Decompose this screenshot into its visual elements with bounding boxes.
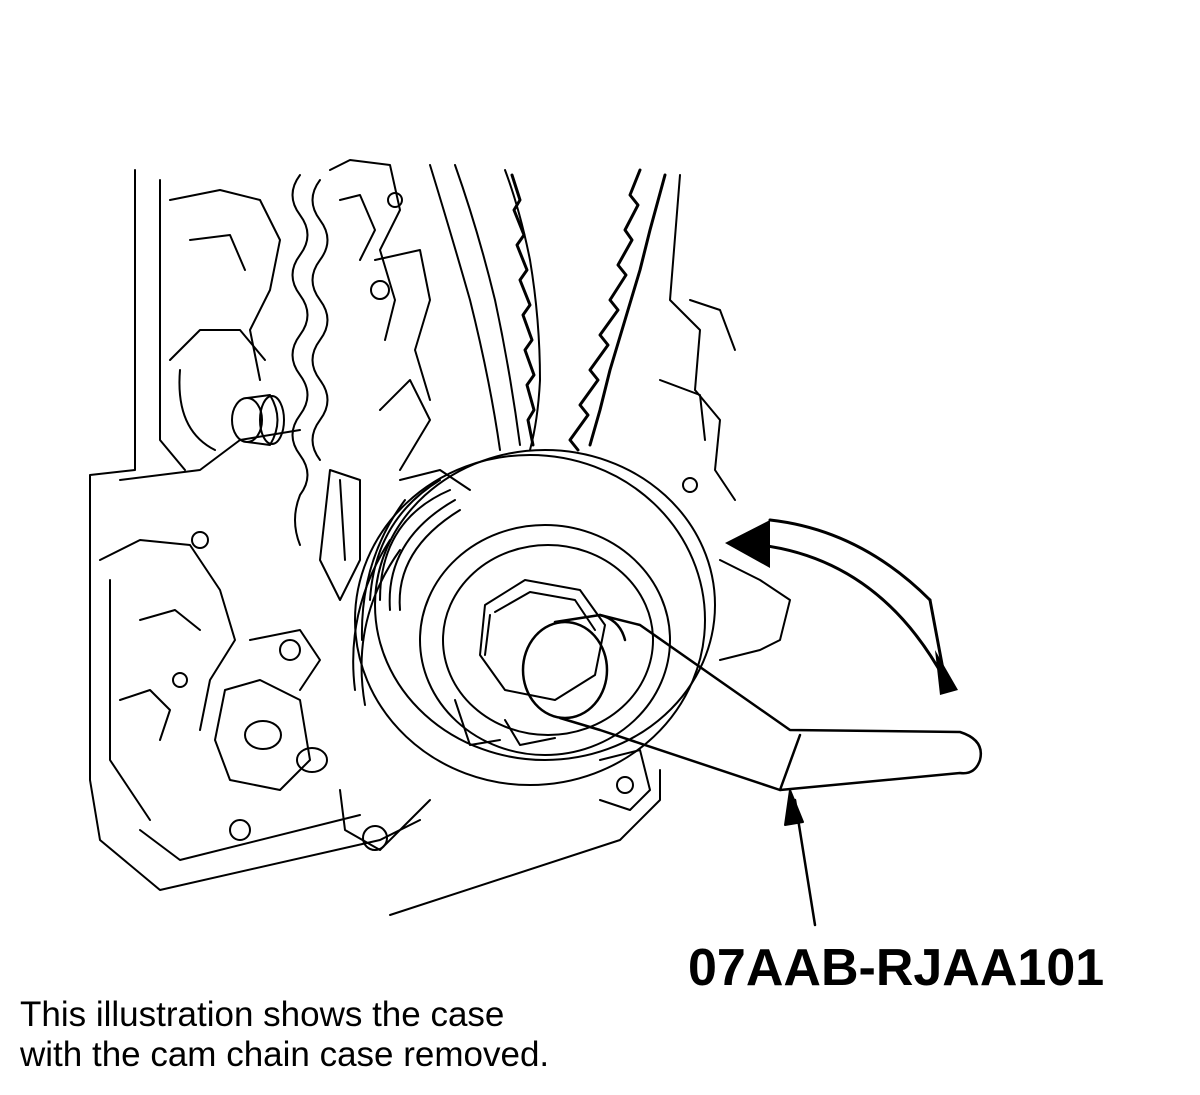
- chain-guide: [291, 164, 541, 546]
- right-housing: [379, 174, 791, 811]
- crankshaft-pulley: [352, 449, 716, 786]
- bolt-cylinder: [231, 394, 285, 446]
- caption-line-1: This illustration shows the case: [20, 995, 505, 1034]
- engine-block: [89, 159, 661, 916]
- lower-parts: [214, 469, 361, 791]
- rotation-arrow: [725, 518, 958, 695]
- leader-arrow: [784, 789, 817, 927]
- caption-line-2: with the cam chain case removed.: [20, 1035, 550, 1074]
- tool-part-number: 07AAB-RJAA101: [688, 939, 1105, 997]
- crankshaft-bolt: [479, 579, 606, 701]
- caption: This illustration shows the case with th…: [20, 995, 549, 1075]
- cam-chain: [510, 168, 667, 452]
- holder-tool: [521, 613, 983, 792]
